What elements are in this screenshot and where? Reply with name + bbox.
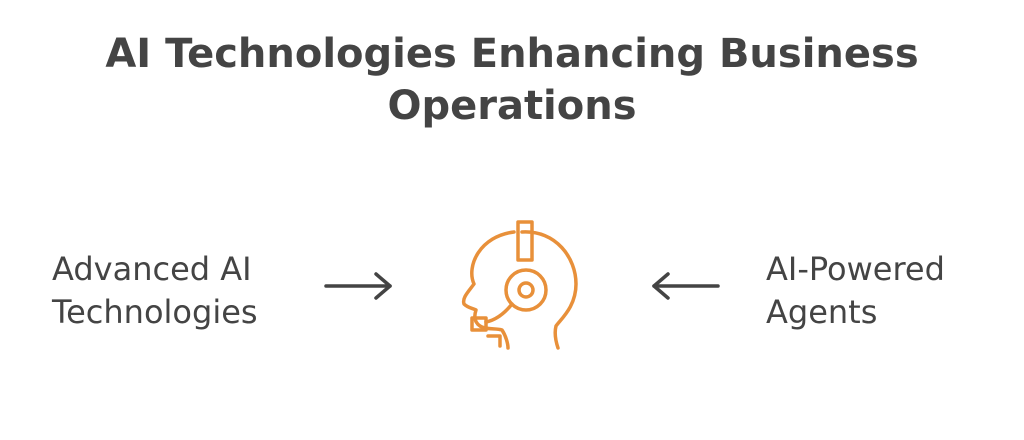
center-icon-container [452,214,598,354]
left-node-line-2: Technologies [52,293,258,331]
left-node-label: Advanced AI Technologies [52,248,312,334]
headset-agent-icon [461,220,578,350]
arrow-left-icon [652,272,720,300]
title-line-1: AI Technologies Enhancing Business [105,31,919,77]
title-line-2: Operations [387,83,637,129]
right-node-line-2: Agents [766,293,878,331]
right-node-label: AI-Powered Agents [766,248,1006,334]
page-title: AI Technologies Enhancing Business Opera… [0,28,1024,132]
left-node-line-1: Advanced AI [52,250,252,288]
arrow-right-icon [324,272,392,300]
right-node-line-1: AI-Powered [766,250,945,288]
